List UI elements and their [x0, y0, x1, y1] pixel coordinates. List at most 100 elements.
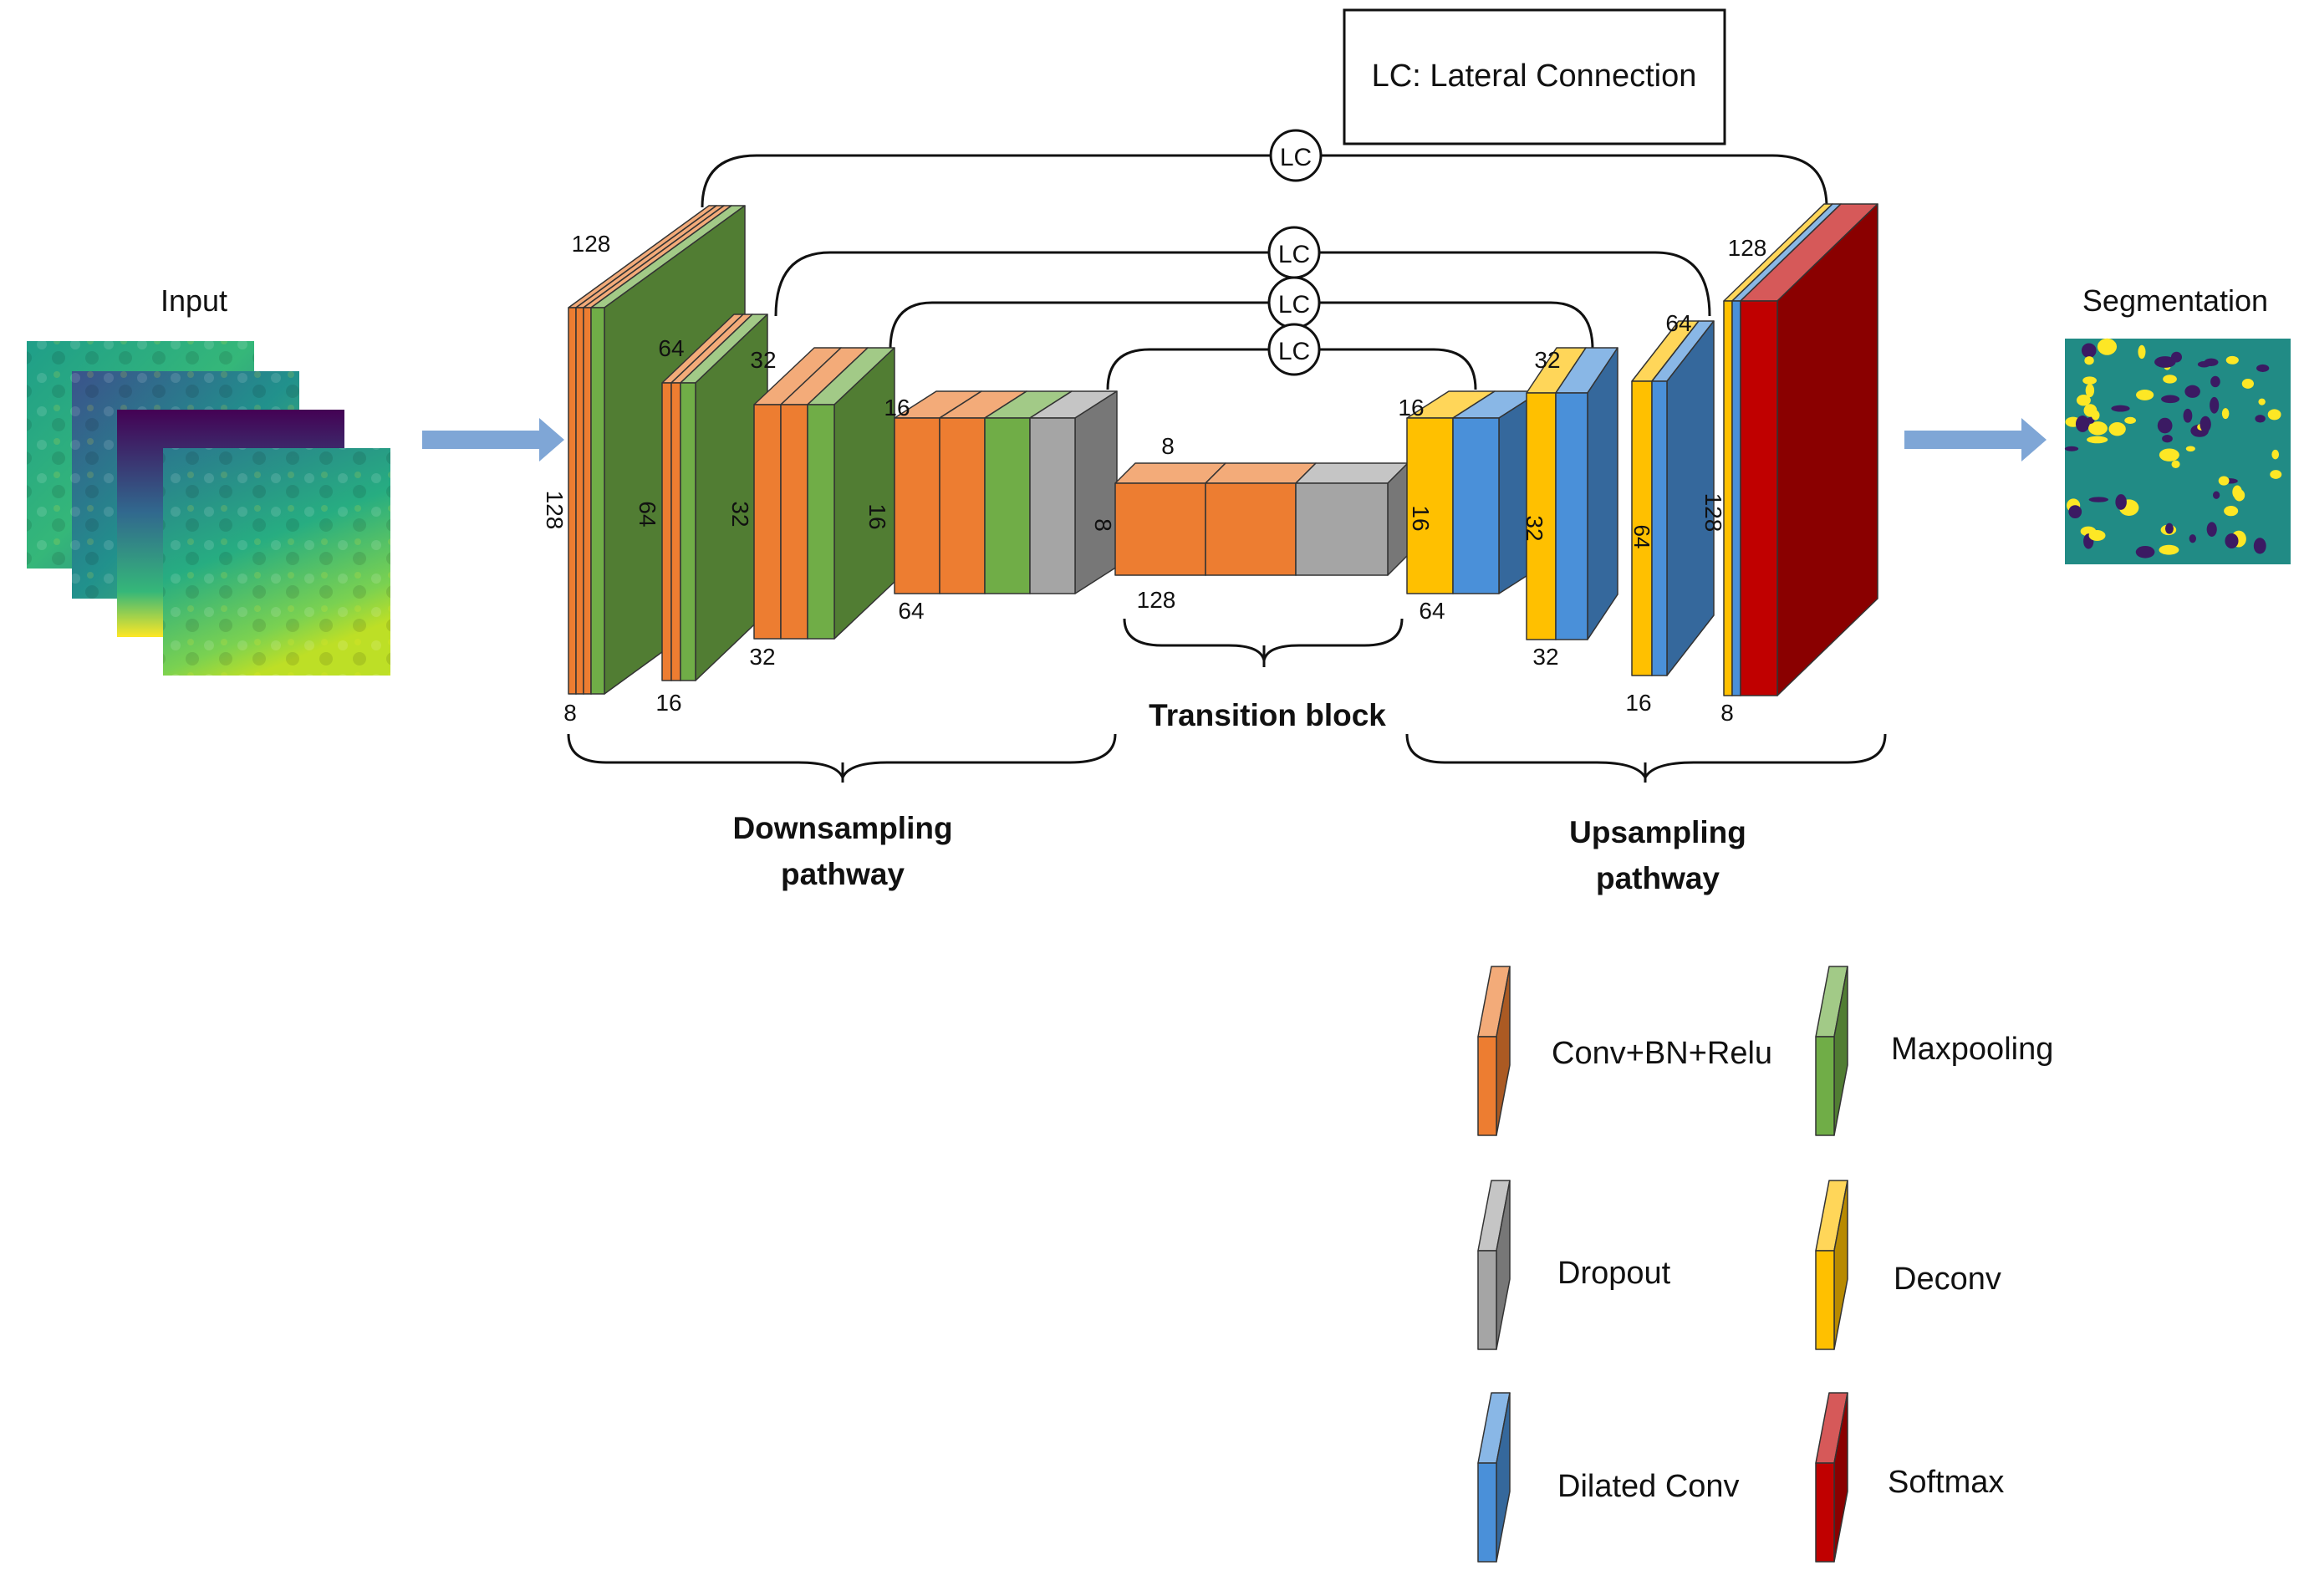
- upsampling-label-line2: pathway: [1596, 861, 1720, 895]
- dim-label: 32: [727, 501, 753, 527]
- input-label: Input: [161, 283, 227, 318]
- segmentation-region: [2088, 497, 2108, 502]
- dim-label: 8: [563, 700, 577, 726]
- dim-label: 128: [542, 491, 568, 530]
- dim-label: 64: [1665, 310, 1691, 336]
- segmentation-region: [2115, 494, 2127, 510]
- segmentation-region: [2258, 398, 2266, 405]
- legend-label-dilated-conv: Dilated Conv: [1557, 1469, 1740, 1504]
- dim-label: 64: [1419, 598, 1445, 624]
- dim-label: 128: [1700, 493, 1726, 533]
- segmentation-region: [2270, 470, 2282, 479]
- segmentation-region: [2135, 545, 2155, 558]
- segmentation-region: [2086, 416, 2095, 424]
- maxpooling-block-icon: [1815, 966, 1848, 1136]
- segmentation-region: [2161, 395, 2180, 404]
- segmentation-region: [2088, 530, 2106, 542]
- legend-label-softmax: Softmax: [1888, 1465, 2004, 1500]
- segmentation-region: [2157, 417, 2173, 434]
- segmentation-region: [2111, 405, 2130, 412]
- lc-node-1: LC: [1269, 129, 1323, 182]
- upsampling-label-line1: Upsampling: [1569, 815, 1746, 849]
- segmentation-region: [2064, 446, 2079, 451]
- dim-label: 16: [864, 503, 890, 529]
- segmentation-region: [2200, 416, 2211, 433]
- segmentation-region: [2225, 355, 2239, 365]
- lc-node-label: LC: [1278, 241, 1310, 268]
- segmentation-region: [2253, 538, 2266, 554]
- dim-label: 32: [749, 644, 775, 670]
- decoder-stage-2-dil-block: [1651, 320, 1715, 676]
- encoder-stage-2-pool-block: [680, 314, 768, 681]
- segmentation-region: [2076, 394, 2091, 406]
- dim-label: 16: [1398, 395, 1424, 421]
- segmentation-region: [2271, 449, 2280, 460]
- transition-block-label: Transition block: [1149, 698, 1386, 732]
- segmentation-region: [2085, 383, 2095, 398]
- segmentation-region: [2221, 408, 2230, 420]
- segmentation-region: [2088, 421, 2108, 436]
- lc-legend-text: LC: Lateral Connection: [1372, 59, 1697, 94]
- segmentation-region: [2124, 416, 2137, 424]
- block-type-legend: [1477, 966, 1848, 1563]
- segmentation-region: [2232, 485, 2242, 499]
- legend-labels: Conv+BN+Relu Maxpooling Dropout Deconv D…: [1552, 1032, 2053, 1504]
- segmentation-region: [2185, 446, 2195, 452]
- segmentation-region: [2184, 385, 2200, 398]
- dim-label: 8: [1090, 518, 1116, 532]
- conv-bn-relu-block-icon: [1477, 966, 1511, 1136]
- segmentation-region: [2206, 522, 2217, 537]
- lc-node-4: LC: [1267, 323, 1321, 376]
- segmentation-region: [2256, 364, 2270, 372]
- segmentation-region: [2197, 360, 2211, 368]
- segmentation-region: [2189, 534, 2196, 543]
- segmentation-region: [2224, 506, 2239, 517]
- lc-node-2: LC: [1267, 226, 1321, 279]
- network-blocks: [568, 203, 1878, 696]
- segmentation-region: [2084, 356, 2094, 365]
- dim-label: 8: [1161, 433, 1175, 459]
- decoder-stage-3-dil-block: [1555, 347, 1618, 640]
- segmentation-label: Segmentation: [2082, 283, 2268, 318]
- segmentation-region: [2163, 375, 2177, 384]
- segmentation-region: [2091, 410, 2100, 421]
- segmentation-region: [2159, 448, 2179, 461]
- dim-label: 128: [1728, 235, 1767, 261]
- dim-label: 32: [750, 347, 776, 373]
- dim-label: 64: [1629, 525, 1654, 549]
- dim-label: 16: [655, 690, 681, 716]
- deconv-block-icon: [1815, 1180, 1848, 1350]
- softmax-block-icon: [1815, 1392, 1848, 1563]
- lc-node-3: LC: [1267, 276, 1321, 329]
- lc-node-label: LC: [1280, 144, 1312, 171]
- dropout-block-icon: [1477, 1180, 1511, 1350]
- dilated-conv-block-icon: [1477, 1392, 1511, 1563]
- input-arrow: [422, 418, 564, 461]
- segmentation-region: [2136, 389, 2154, 400]
- segmentation-region: [2138, 344, 2146, 359]
- dim-label: 128: [572, 231, 611, 257]
- segmentation-region: [2068, 505, 2082, 519]
- legend-label-deconv: Deconv: [1894, 1262, 2001, 1297]
- dim-label: 8: [1720, 700, 1734, 726]
- dim-label: 16: [1408, 505, 1434, 531]
- segmentation-region: [2210, 396, 2220, 414]
- segmentation-region: [2082, 376, 2097, 385]
- dim-label: 64: [898, 598, 924, 624]
- segmentation-region: [2267, 409, 2281, 421]
- transition-block-drop-block: [1295, 462, 1409, 576]
- dim-label: 128: [1137, 587, 1176, 613]
- lc-node-label: LC: [1278, 291, 1310, 319]
- decoder-stage-1-soft-block: [1740, 203, 1878, 696]
- segmentation-region: [2210, 375, 2220, 388]
- segmentation-region: [2087, 436, 2108, 444]
- dim-label: 32: [1532, 644, 1558, 670]
- segmentation-region: [2171, 460, 2180, 469]
- segmentation-region: [2225, 533, 2239, 549]
- segmentation-region: [2159, 544, 2179, 555]
- downsampling-label-line2: pathway: [781, 857, 905, 891]
- segmentation-region: [2075, 416, 2090, 432]
- output-arrow: [1904, 418, 2047, 461]
- lc-node-label: LC: [1278, 338, 1310, 365]
